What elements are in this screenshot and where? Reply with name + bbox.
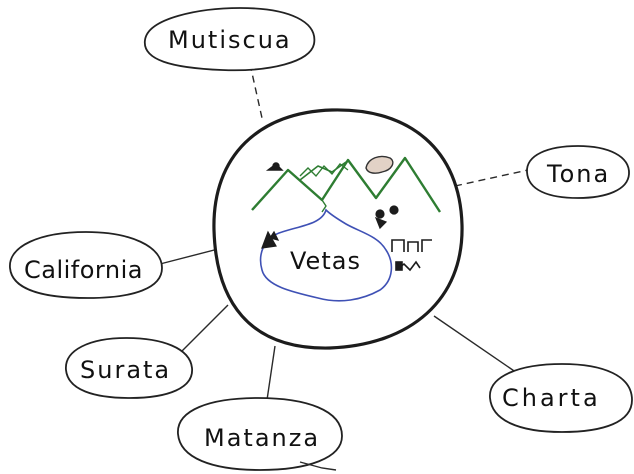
- node-mutiscua-shape: [144, 7, 316, 72]
- node-surata: Surata: [65, 337, 193, 399]
- node-california-label: California: [24, 256, 143, 284]
- node-charta-label: Charta: [502, 384, 601, 412]
- matanza-tail: [299, 461, 337, 471]
- center-label: Vetas: [290, 247, 361, 275]
- connector-california: [159, 247, 223, 265]
- connector-matanza: [266, 345, 276, 401]
- center-circle: [212, 108, 464, 350]
- node-mutiscua-label: Mutiscua: [168, 26, 292, 54]
- connector-mutiscua: [249, 63, 263, 119]
- connector-surata: [177, 304, 229, 356]
- node-tona-label: Tona: [546, 160, 610, 188]
- bird-icon: [265, 162, 284, 171]
- snowcap-icon: [299, 163, 349, 178]
- node-california-shape: [9, 231, 163, 299]
- connector-tona: [454, 169, 529, 187]
- node-charta-shape: [489, 363, 633, 433]
- boulder-icon: [365, 155, 394, 174]
- node-tona-shape: [526, 145, 630, 199]
- node-tona: Tona: [526, 145, 630, 199]
- connector-charta: [433, 315, 521, 376]
- node-matanza-shape: [177, 397, 343, 471]
- node-california: California: [9, 231, 163, 299]
- node-surata-shape: [65, 337, 193, 399]
- mountain-range-icon: [251, 156, 442, 213]
- node-surata-label: Surata: [80, 356, 171, 384]
- node-charta: Charta: [489, 363, 633, 433]
- node-matanza: Matanza: [177, 397, 343, 471]
- village-icon: [391, 239, 432, 272]
- tree-icon: [261, 230, 280, 249]
- node-mutiscua: Mutiscua: [144, 7, 316, 72]
- figure-icon: [374, 205, 399, 230]
- node-matanza-label: Matanza: [204, 424, 320, 452]
